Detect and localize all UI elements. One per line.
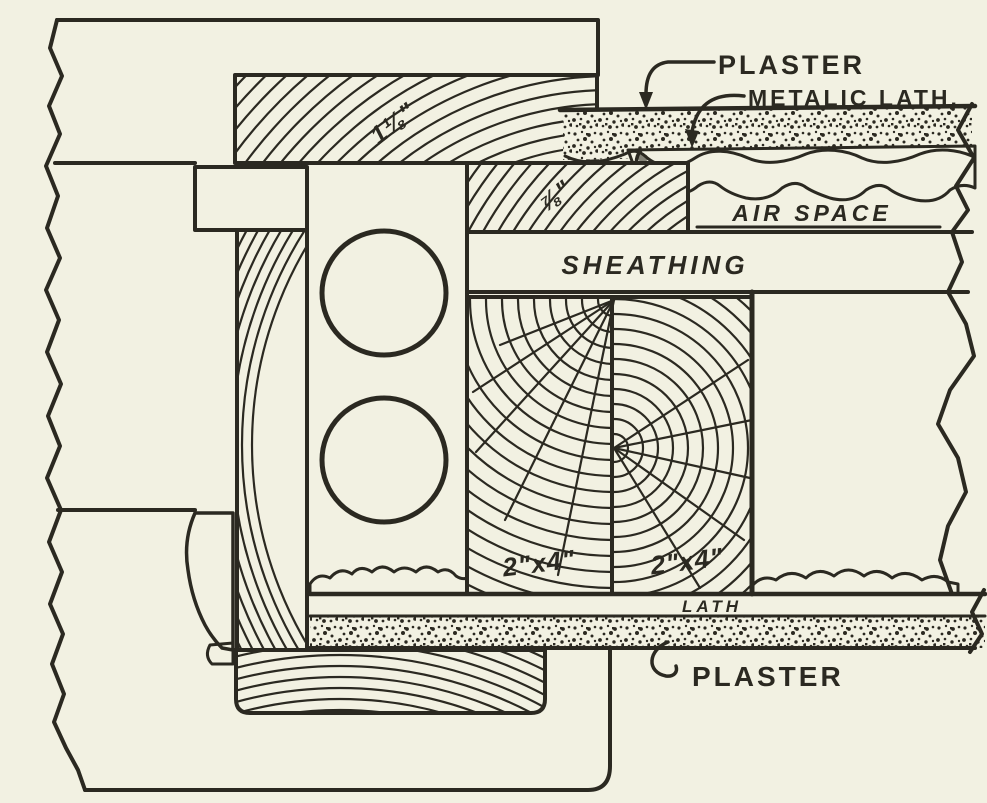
leader-lines: [639, 60, 746, 678]
sash-weight-bottom: [319, 395, 449, 525]
plaster-keys-right-bay: [750, 568, 960, 596]
plaster-bottom-leader-hook: [650, 640, 679, 678]
exterior-plaster-band: [557, 103, 978, 222]
outside-casing: [233, 73, 599, 165]
air-space-band: [465, 194, 974, 234]
figure-bottom-border: [83, 646, 612, 792]
nail-head: [638, 154, 648, 162]
pulley-stile: [235, 228, 309, 652]
plaster-leader-arrowhead: [639, 92, 653, 110]
plaster-keys-pocket: [308, 565, 469, 596]
casing-back-band: [205, 641, 235, 666]
inside-stop-moulding: [184, 511, 235, 652]
label-lath: LATH: [682, 597, 742, 616]
label-metalic-lath: METALIC LATH.: [748, 85, 960, 111]
stud-left-rays: [471, 298, 616, 577]
lath-leader-arrowhead: [685, 129, 699, 148]
sash-weight-top: [319, 228, 449, 358]
sash-broken-outline: [44, 18, 612, 792]
label-plaster-bottom: PLASTER: [692, 661, 844, 692]
interior-plaster-band: [308, 616, 985, 650]
metal-lath-line: [563, 148, 974, 168]
stud-left: [467, 297, 616, 594]
stud-right-rays: [612, 358, 754, 590]
label-sheathing: SHEATHING: [561, 250, 748, 280]
label-plaster-top: PLASTER: [718, 50, 865, 80]
label-air-space: AIR SPACE: [731, 200, 892, 226]
interior-casing: [205, 641, 547, 715]
